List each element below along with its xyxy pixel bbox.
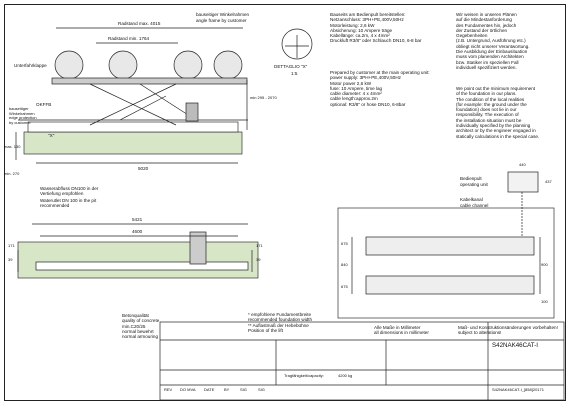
okffb-label: OKFFB	[36, 102, 52, 107]
foundation-side	[17, 241, 259, 279]
wheel-3	[173, 50, 203, 80]
frame-label-en: angle frame by customer	[196, 18, 247, 23]
dim-900-label: 900	[541, 262, 548, 267]
depth-130-label: max. 130	[4, 144, 21, 149]
dim-39a-label: 39	[8, 257, 13, 262]
drain-label-de: Wasserabfluss DN100 in der Vertiefung em…	[40, 186, 99, 197]
pit	[27, 121, 239, 133]
wheel-2	[108, 50, 138, 80]
runway	[51, 77, 248, 85]
dim-840-label: 840	[341, 262, 348, 267]
rev-col-0: REV	[164, 387, 173, 392]
wheelbase-max-label: Radstand max. 4015	[118, 21, 161, 26]
wheel-1	[54, 50, 84, 80]
pit-foundation	[23, 131, 243, 155]
title-block-frame	[159, 321, 565, 401]
wheel-4	[213, 50, 243, 80]
footnotes: * empfohlene Fundamentbreite recommended…	[248, 312, 313, 333]
length-5421-label: 5421	[132, 217, 143, 222]
rev-col-5: SIG	[258, 387, 265, 392]
detail-x-profile	[285, 35, 309, 58]
drawing-number: S42NAK46CAT-I	[492, 342, 538, 349]
capacity-label: Tragfähigkeit/capacity:	[284, 373, 324, 378]
frame-label-de: bauseitiger Winkelrahmen	[196, 12, 250, 17]
specs-german: Bauseits am Bedienpult bereitstellen: Ne…	[330, 12, 422, 44]
operator-unit	[507, 171, 539, 193]
plan-outline	[337, 207, 555, 319]
cable-label-en: cable channel	[460, 203, 489, 208]
specs-english: Prepared by customer at the main operati…	[330, 70, 430, 107]
operator-label-en: operating unit	[460, 182, 488, 187]
operator-label-de: Bedienpult	[460, 176, 482, 181]
detail-x-circle	[281, 28, 313, 60]
dim-39b-label: 39	[256, 257, 261, 262]
notice-english: We point out the minimum requirement of …	[456, 86, 540, 139]
plan-runway-1	[365, 236, 535, 256]
length-5020-label: 5020	[138, 166, 149, 171]
dim-437-label: 437	[545, 179, 552, 184]
rev-col-4: SIG	[240, 387, 247, 392]
changes-note: Maß- und Konstruktionsänderungen vorbeha…	[458, 325, 558, 336]
dim-675a-label: 675	[341, 241, 348, 246]
notice-german: Wir weisen in unseren Plänen auf die Min…	[456, 12, 530, 70]
dim-171b-label: 171	[256, 243, 263, 248]
scissor-arm-2	[89, 83, 177, 126]
rev-col-2: DATE	[204, 387, 215, 392]
detail-title: DETTAGLIO "X"	[274, 64, 308, 69]
scissor-arm-4	[119, 95, 167, 121]
capacity-value: 4200 kg	[338, 373, 353, 378]
drain-label-en: Waterutlet DN 100 in the pit recommended	[40, 198, 97, 209]
length-4600-label: 4600	[132, 229, 143, 234]
height-2070-label: min 295 - 2070	[250, 95, 277, 100]
wheelbase-min-label: Radstand min. 1764	[108, 36, 150, 41]
depth-270-label: min. 270	[4, 171, 20, 176]
rev-col-1: DO MVA	[180, 387, 196, 392]
plan-runway-2	[365, 275, 535, 295]
dim-100-label: 100	[541, 299, 548, 304]
dim-171a-label: 171	[8, 243, 15, 248]
units-note: Alle Maße in Millimeter all dimensions i…	[374, 325, 429, 336]
dim-675b-label: 675	[341, 284, 348, 289]
cable-label-de: Kabelkanal	[460, 197, 483, 202]
detail-scale: 1:5	[291, 71, 298, 76]
underride-flap-label: Unterfahrklappe	[14, 63, 47, 68]
pit-side	[35, 261, 249, 271]
edge-frame-label: bauseitiger Winkelrahmen edge protection…	[9, 106, 37, 125]
rev-col-3: BY	[224, 387, 230, 392]
file-reference: S42NAK46CAT-I_[858]20171	[492, 387, 544, 392]
x-marker: "X"	[48, 133, 55, 138]
dim-440-label: 440	[519, 162, 526, 167]
column-side	[189, 231, 207, 265]
drawing-sheet	[4, 4, 566, 401]
concrete-note: Betonqualität quality of concrete min.C2…	[122, 313, 160, 340]
lift-cylinder	[185, 102, 199, 122]
